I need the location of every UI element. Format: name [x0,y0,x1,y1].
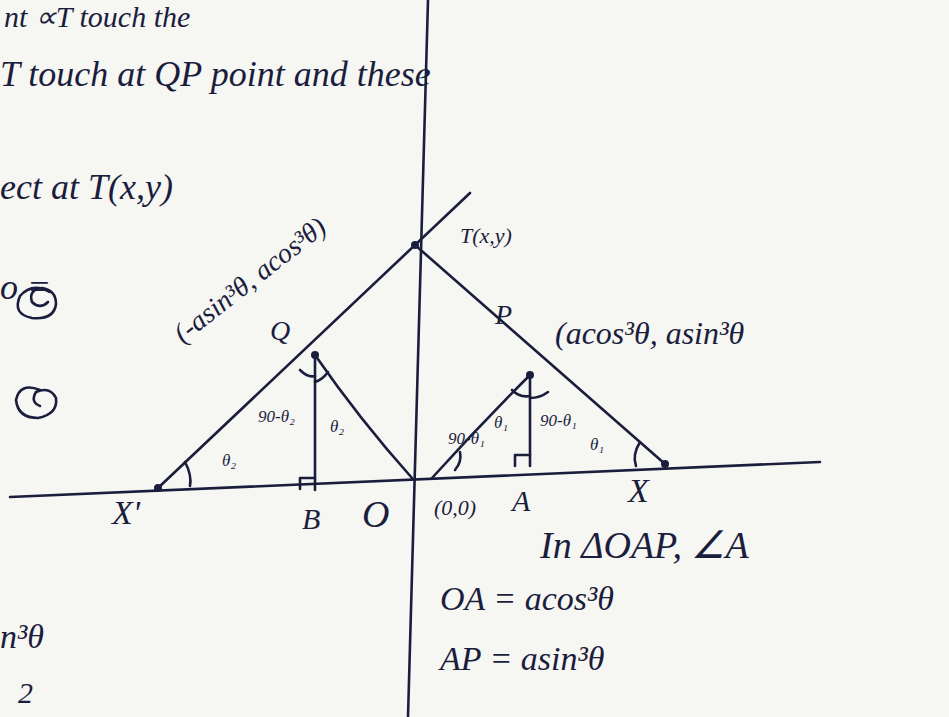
point-label: B [302,502,320,535]
angle-label: 90-θ₂ [258,408,295,427]
equation-text: AP = asin³θ [440,640,604,677]
angle-arc [185,462,190,486]
radius-line [432,375,530,478]
right-angle-mark [515,455,530,466]
y-axis [408,0,428,717]
angle-label: θ₂ [222,452,236,471]
point-label: P [495,300,512,331]
angle-label: 90-θ₁ [540,412,577,431]
coordinate-label: (0,0) [434,496,476,520]
angle-arc [315,372,328,382]
point [661,460,669,468]
note-text: 2 [18,676,33,709]
perpendicular [529,375,532,466]
point [411,241,419,249]
coordinate-label: (acos³θ, asin³θ [555,316,744,351]
radius-line [315,355,412,478]
point [311,351,319,359]
point-label: X [628,472,649,509]
angle-arc [300,370,315,376]
point-label: O [362,494,389,536]
angle-label: θ₁ [494,414,508,433]
point-label: Q [270,316,290,347]
tangent-line [415,245,665,464]
note-text: ect at T(x,y) [0,168,173,208]
point-label: T(x,y) [460,224,512,248]
point-label: X' [112,494,140,531]
note-text: nt ∝T touch the [4,0,190,33]
angle-label: 90-θ₁ [448,430,485,449]
angle-arc [530,392,548,398]
note-text: T touch at QP point and these [0,55,431,95]
coordinate-label: (-asin³θ, acos³θ) [168,211,332,349]
angle-label: θ₁ [590,436,604,455]
note-text: n³θ [0,618,44,655]
scribble [16,388,56,418]
angle-arc [455,452,460,470]
note-text: o = [0,268,51,308]
angle-label: θ₂ [330,418,344,437]
angle-arc [512,390,530,396]
equation-text: OA = acos³θ [440,580,614,617]
point [154,484,162,492]
right-angle-mark [300,478,315,489]
point [526,371,534,379]
point-label: A [512,484,530,517]
note-text: In ΔOAP, ∠A [540,525,749,567]
angle-arc [635,442,640,466]
